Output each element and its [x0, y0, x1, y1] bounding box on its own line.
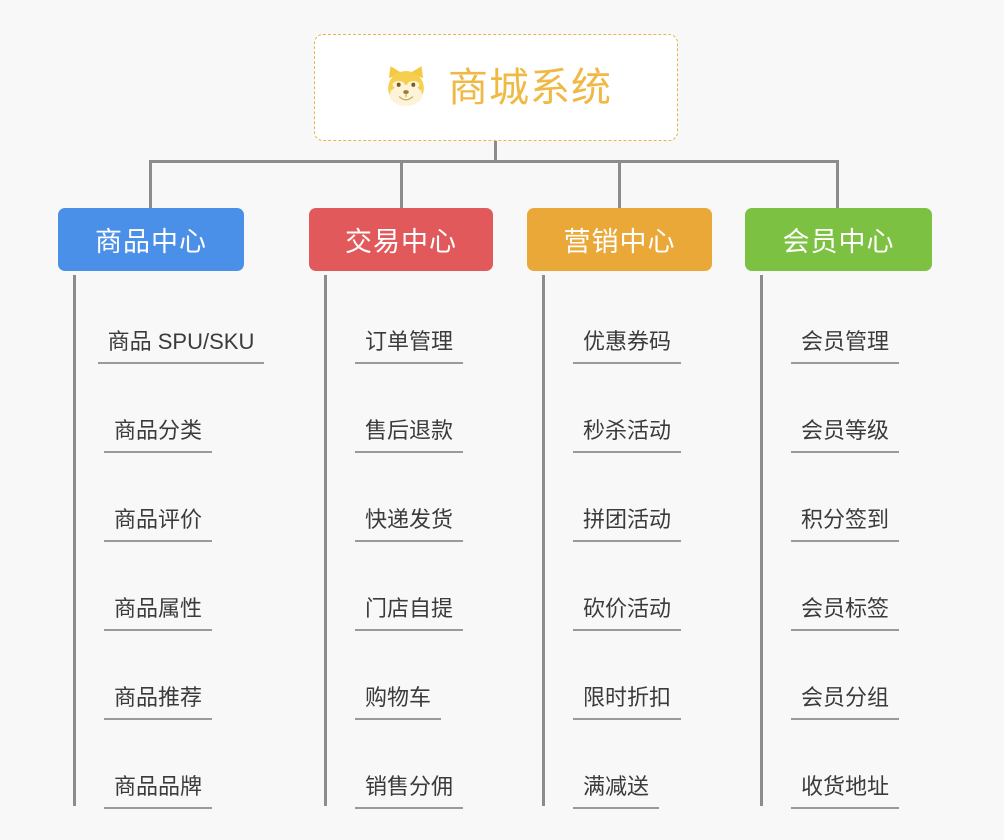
leaf-node[interactable]: 订单管理 [324, 275, 494, 364]
leaf-node[interactable]: 商品属性 [73, 542, 243, 631]
leaf-node[interactable]: 会员分组 [760, 631, 930, 720]
leaf-label: 满减送 [572, 774, 659, 809]
leaf-node[interactable]: 购物车 [324, 631, 472, 720]
root-node-shop-system[interactable]: 商城系统 [314, 34, 678, 141]
leaf-node[interactable]: 会员等级 [760, 364, 930, 453]
leaf-node[interactable]: 拼团活动 [542, 453, 712, 542]
branch-spine-product-center [73, 275, 76, 806]
leaf-node[interactable]: 商品分类 [73, 364, 243, 453]
leaf-node[interactable]: 商品 SPU/SKU [73, 275, 289, 364]
branch-trade-center: 交易中心 订单管理 售后退款 快递发货 门店自提 购物车 销售分佣 [309, 208, 493, 809]
leaf-label: 商品 SPU/SKU [97, 329, 265, 364]
leaf-label: 购物车 [354, 685, 441, 720]
connector-drop-trade-center [400, 160, 403, 208]
leaf-label: 会员分组 [790, 685, 899, 720]
branch-marketing-center: 营销中心 优惠券码 秒杀活动 拼团活动 砍价活动 限时折扣 满减送 [527, 208, 712, 809]
branch-spine-trade-center [324, 275, 327, 806]
leaf-node[interactable]: 销售分佣 [324, 720, 494, 809]
branch-header-trade-center[interactable]: 交易中心 [309, 208, 493, 271]
leaf-label: 秒杀活动 [572, 418, 681, 453]
leaf-node[interactable]: 积分签到 [760, 453, 930, 542]
leaf-label: 限时折扣 [572, 685, 681, 720]
leaf-node[interactable]: 快递发货 [324, 453, 494, 542]
leaf-label: 拼团活动 [572, 507, 681, 542]
leaf-node[interactable]: 限时折扣 [542, 631, 712, 720]
leaf-label: 收货地址 [790, 774, 899, 809]
leaf-node[interactable]: 收货地址 [760, 720, 930, 809]
leaf-node[interactable]: 砍价活动 [542, 542, 712, 631]
connector-horizontal-bus [150, 160, 838, 163]
leaf-label: 积分签到 [790, 507, 899, 542]
leaf-node[interactable]: 优惠券码 [542, 275, 712, 364]
branch-product-center: 商品中心 商品 SPU/SKU 商品分类 商品评价 商品属性 商品推荐 商品品牌 [58, 208, 265, 809]
leaf-label: 售后退款 [354, 418, 463, 453]
leaf-node[interactable]: 会员标签 [760, 542, 930, 631]
leaf-node[interactable]: 门店自提 [324, 542, 494, 631]
leaf-label: 快递发货 [354, 507, 463, 542]
branch-header-member-center[interactable]: 会员中心 [745, 208, 932, 271]
leaf-node[interactable]: 售后退款 [324, 364, 494, 453]
leaf-label: 商品分类 [103, 418, 212, 453]
connector-drop-marketing-center [618, 160, 621, 208]
leaf-label: 会员管理 [790, 329, 899, 364]
branch-member-center: 会员中心 会员管理 会员等级 积分签到 会员标签 会员分组 收货地址 [745, 208, 932, 809]
branch-header-marketing-center[interactable]: 营销中心 [527, 208, 712, 271]
leaf-label: 商品评价 [103, 507, 212, 542]
branch-header-product-center[interactable]: 商品中心 [58, 208, 244, 271]
leaf-label: 会员标签 [790, 596, 899, 631]
leaf-label: 砍价活动 [572, 596, 681, 631]
leaf-label: 订单管理 [354, 329, 463, 364]
leaf-label: 商品品牌 [103, 774, 212, 809]
connector-drop-member-center [836, 160, 839, 208]
leaf-node[interactable]: 商品推荐 [73, 631, 243, 720]
leaf-node[interactable]: 商品评价 [73, 453, 243, 542]
branch-spine-marketing-center [542, 275, 545, 806]
root-node-content: 商城系统 [380, 62, 612, 114]
leaf-node[interactable]: 会员管理 [760, 275, 930, 364]
leaf-node[interactable]: 秒杀活动 [542, 364, 712, 453]
leaf-node[interactable]: 满减送 [542, 720, 690, 809]
leaf-label: 商品推荐 [103, 685, 212, 720]
connector-root-stem [494, 141, 497, 163]
branch-spine-member-center [760, 275, 763, 806]
leaf-label: 商品属性 [103, 596, 212, 631]
leaf-label: 销售分佣 [354, 774, 463, 809]
connector-drop-product-center [149, 160, 152, 208]
leaf-node[interactable]: 商品品牌 [73, 720, 243, 809]
leaf-label: 门店自提 [354, 596, 463, 631]
leaf-label: 会员等级 [790, 418, 899, 453]
shiba-dog-icon [380, 62, 432, 114]
leaf-label: 优惠券码 [572, 329, 681, 364]
root-title: 商城系统 [448, 65, 612, 110]
